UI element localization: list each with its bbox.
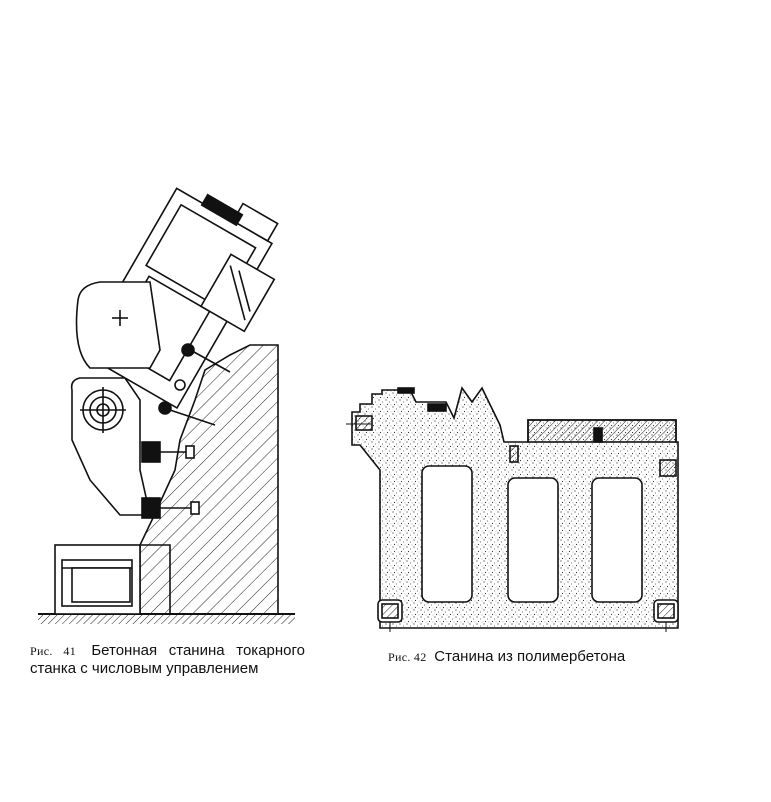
figure-42-caption-text: Станина из полимербетона (434, 648, 626, 665)
figure-42-polymer-concrete-bed-drawing (346, 386, 679, 632)
figure-41-number: Рис. 41 (30, 644, 77, 658)
figure-41-caption-text: Бетонная станина токарного станка с числ… (30, 642, 305, 677)
figure-41-lathe-bed-drawing (38, 187, 295, 624)
figure-42-caption: Рис. 42 Станина из полимербетона (388, 648, 688, 666)
figure-41-caption: Рис. 41 Бетонная станина токарного станк… (30, 642, 305, 678)
figure-42-number: Рис. 42 (388, 650, 427, 664)
